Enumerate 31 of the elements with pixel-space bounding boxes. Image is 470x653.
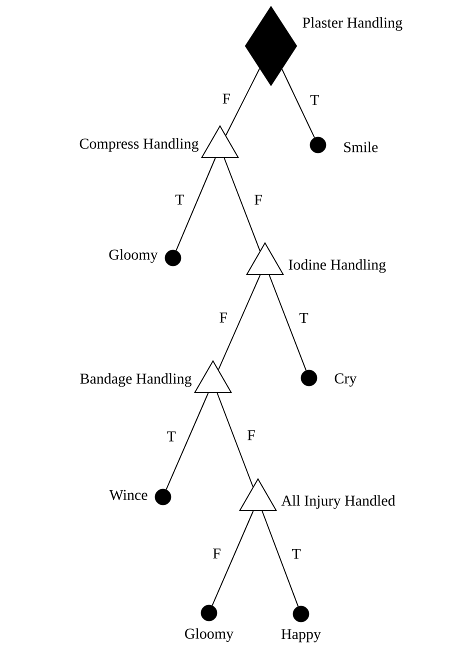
branch-line: [224, 158, 260, 252]
node-label: Compress Handling: [80, 138, 199, 152]
node-label: All Injury Handled: [281, 495, 396, 509]
node-label: Gloomy: [185, 628, 234, 642]
edge-label: F: [220, 312, 228, 322]
branch-line: [216, 392, 254, 488]
node-label: Gloomy: [109, 249, 158, 263]
branch-line: [225, 68, 260, 136]
node-label: Smile: [344, 142, 378, 152]
node-label: Happy: [281, 629, 321, 642]
branch-line: [166, 392, 209, 490]
branch-line: [218, 274, 261, 370]
edge-label: F: [254, 194, 262, 205]
branch-line: [262, 510, 299, 607]
edge-label: T: [167, 432, 176, 442]
branch-line: [176, 158, 216, 251]
branch-line: [282, 68, 315, 138]
node-label: Plaster Handling: [302, 17, 402, 31]
branch-line: [212, 510, 254, 606]
edge-label: F: [248, 430, 255, 440]
edge-label: F: [222, 94, 230, 104]
edge-label: T: [292, 548, 301, 559]
edge-label: T: [175, 194, 184, 204]
edge-label: T: [300, 313, 308, 323]
node-label: Cry: [334, 373, 357, 387]
edge-label: T: [310, 95, 319, 105]
node-label: Bandage Handling: [80, 373, 192, 387]
node-label: Wince: [109, 490, 148, 500]
node-label: Iodine Handling: [288, 259, 386, 273]
branch-line: [268, 274, 307, 371]
edge-label: F: [213, 548, 220, 558]
